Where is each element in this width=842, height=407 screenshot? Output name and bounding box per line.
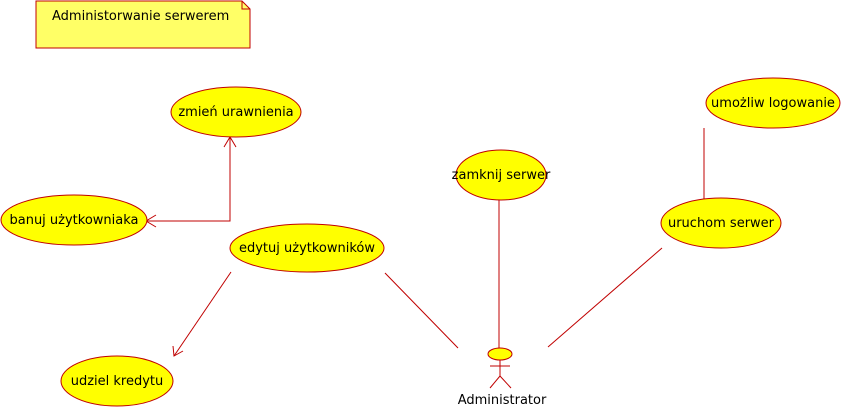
note-fold (241, 1, 250, 10)
link-edytuj-actor (384, 272, 459, 349)
use-case-banuj[interactable]: banuj użytkowniaka (0, 194, 148, 246)
note: Administorwanie serwerem (35, 0, 251, 49)
link-uruchom-actor (547, 247, 663, 348)
use-case-ellipse (455, 149, 547, 201)
use-case-udziel[interactable]: udziel kredytu (60, 355, 174, 407)
note-text: Administorwanie serwerem (52, 9, 229, 24)
link-edytuj-udziel (173, 271, 232, 357)
actor-label: Administrator (458, 393, 547, 407)
use-case-ellipse (60, 355, 174, 407)
actor-head (487, 347, 513, 361)
use-case-edytuj[interactable]: edytuj użytkowników (229, 223, 385, 273)
use-case-label: zamknij serwer (452, 168, 551, 183)
use-case-ellipse (0, 194, 148, 246)
use-case-label: umożliw logowanie (711, 96, 835, 111)
actor-administrator[interactable]: Administrator (458, 347, 547, 407)
use-case-zmien-uprawnienia[interactable]: zmień urawnienia (170, 86, 302, 138)
use-case-zamknij[interactable]: zamknij serwer (452, 149, 551, 201)
use-case-ellipse (170, 86, 302, 138)
note-shape (35, 0, 251, 49)
use-case-label: banuj użytkowniaka (9, 213, 138, 228)
use-case-label: udziel kredytu (71, 374, 164, 389)
use-case-umozliw[interactable]: umożliw logowanie (705, 77, 841, 129)
use-case-uruchom[interactable]: uruchom serwer (660, 197, 782, 249)
use-case-ellipse (705, 77, 841, 129)
use-case-label: zmień urawnienia (178, 105, 293, 120)
use-case-ellipse (229, 223, 385, 273)
connections (145, 128, 705, 357)
actor-body (489, 360, 512, 389)
link-banuj-zmien (146, 137, 231, 222)
use-case-label: uruchom serwer (668, 216, 775, 231)
arrowhead-udziel (172, 345, 184, 357)
use-case-label: edytuj użytkowników (239, 241, 375, 256)
use-case-ellipse (660, 197, 782, 249)
